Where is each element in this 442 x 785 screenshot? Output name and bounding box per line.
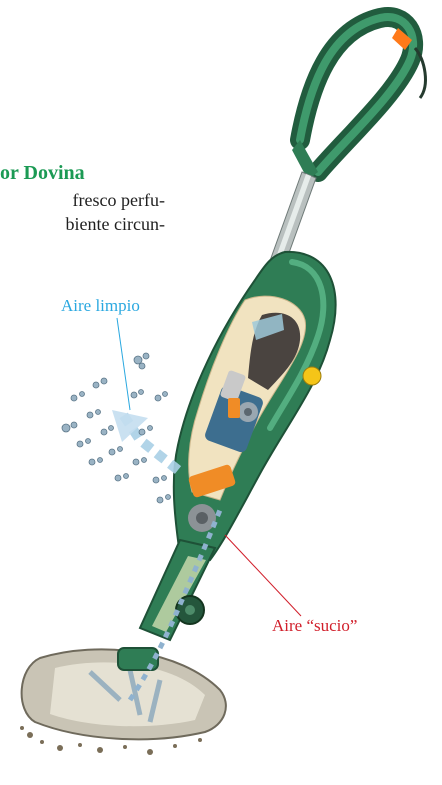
vacuum-neck bbox=[140, 540, 215, 640]
vacuum-main-body bbox=[174, 252, 336, 560]
body-text: fresco perfu- biente circun- bbox=[0, 188, 165, 236]
vacuum-handle bbox=[292, 17, 425, 180]
fragrance-particles bbox=[62, 353, 171, 503]
body-text-line-1: fresco perfu- bbox=[0, 188, 165, 212]
clean-air-leader-line bbox=[117, 318, 130, 410]
clean-air-label: Aire limpio bbox=[61, 296, 140, 316]
body-text-line-2: biente circun- bbox=[0, 212, 165, 236]
section-heading: or Dovina bbox=[0, 162, 85, 185]
dirty-air-leader-line bbox=[225, 535, 301, 616]
dirty-air-label: Aire “sucio” bbox=[272, 616, 357, 636]
vacuum-floor-head bbox=[20, 648, 226, 755]
